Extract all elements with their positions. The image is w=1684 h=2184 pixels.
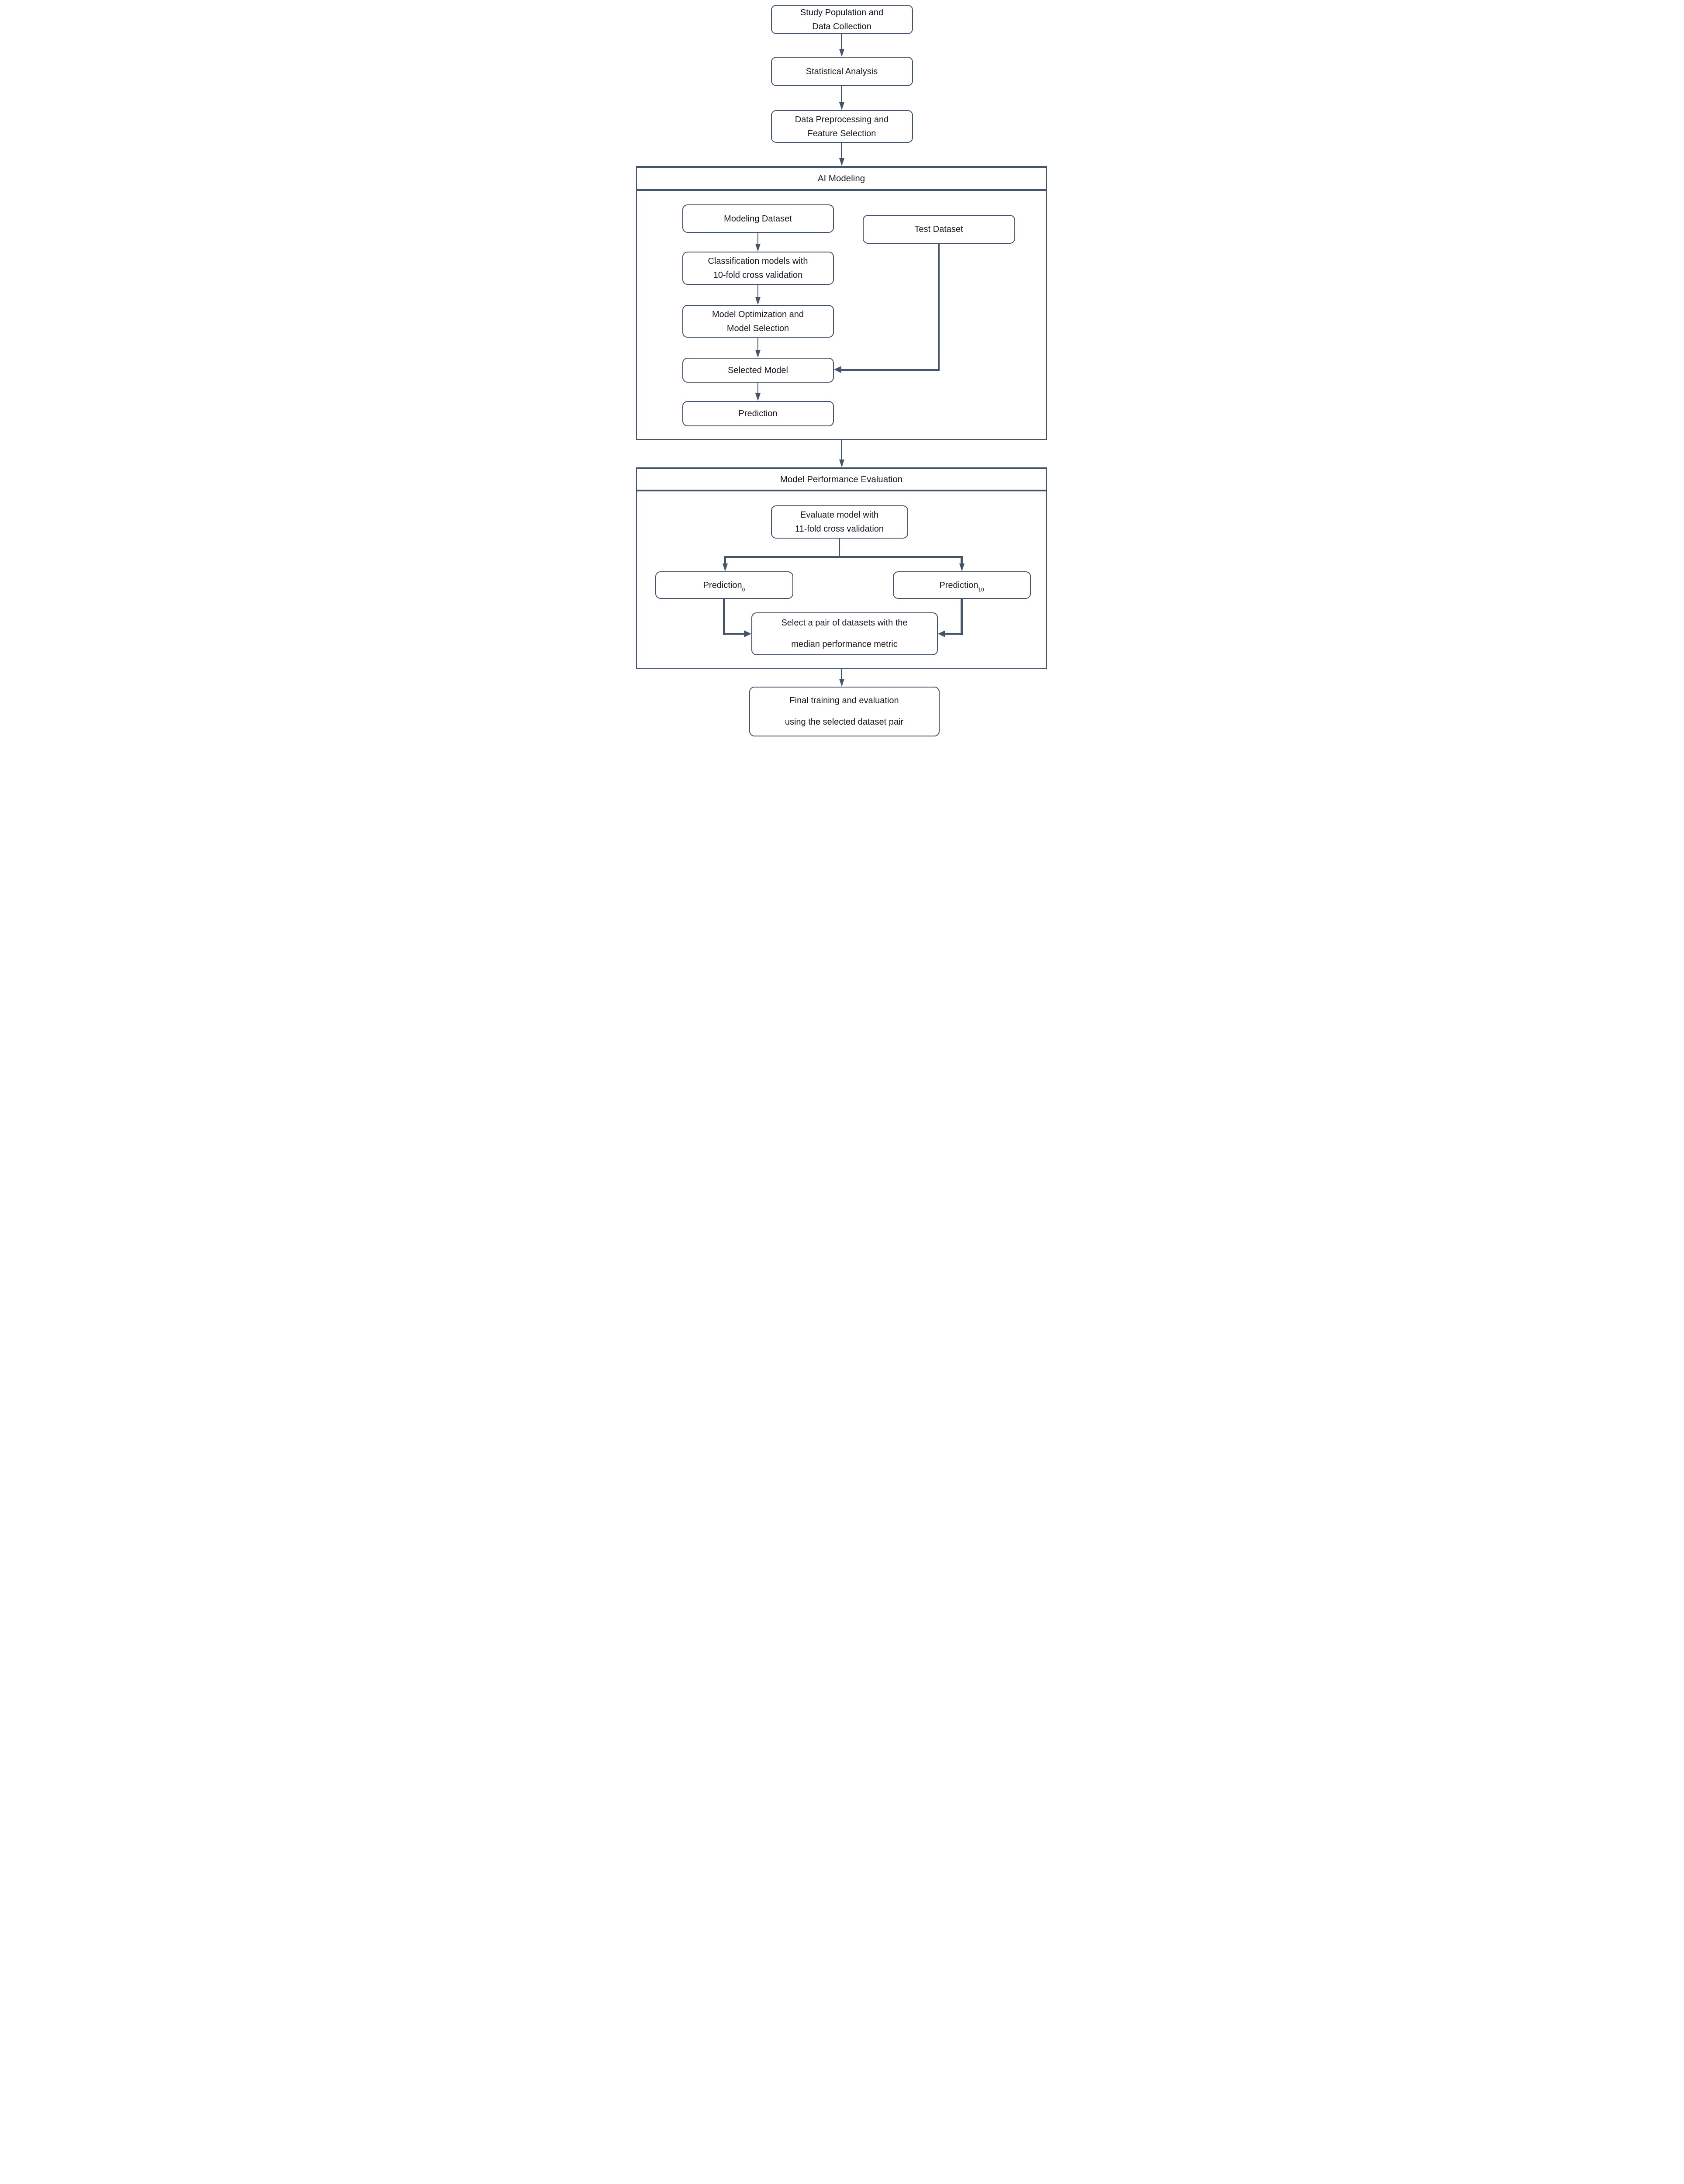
connector-testdataset-arrowhead-icon: [833, 366, 841, 373]
tsplit-left-drop-shaft: [724, 556, 726, 564]
node-study-population-label: Study Population and Data Collection: [800, 7, 884, 31]
node-prediction-label: Prediction: [738, 409, 778, 418]
arrow-classification-to-optimization-arrowhead-icon: [755, 297, 761, 305]
node-study-population: Study Population and Data Collection: [771, 5, 913, 34]
connector-testdataset-vertical-shaft: [937, 244, 940, 371]
node-final-training: Final training and evaluation using the …: [749, 687, 940, 736]
prediction-10-subscript: 10: [978, 586, 984, 593]
node-model-optimization-label: Model Optimization and Model Selection: [712, 309, 804, 333]
node-data-preprocessing: Data Preprocessing and Feature Selection: [771, 110, 913, 143]
connector-prediction0-vertical-shaft: [723, 599, 725, 635]
tsplit-right-arrowhead-icon: [959, 563, 965, 571]
connector-prediction0-arrowhead-icon: [743, 630, 751, 637]
arrow-optimization-to-selected-arrowhead-icon: [755, 350, 761, 358]
node-prediction-0: Prediction0: [655, 571, 793, 599]
connector-testdataset-horizontal-shaft: [841, 369, 940, 371]
arrow-aimodeling-to-evaluation-arrowhead-icon: [839, 460, 844, 467]
arrow-classification-to-optimization-shaft: [757, 285, 759, 297]
arrow-statistical-to-preprocessing-shaft: [841, 86, 842, 103]
node-prediction-10: Prediction10: [892, 571, 1031, 599]
node-test-dataset: Test Dataset: [862, 215, 1015, 244]
tsplit-stem-shaft: [839, 539, 840, 557]
connector-prediction0-horizontal-shaft: [723, 632, 744, 635]
node-evaluate-model-label: Evaluate model with 11-fold cross valida…: [795, 510, 884, 534]
container-ai-modeling-title: AI Modeling: [636, 168, 1046, 191]
connector-prediction10-vertical-shaft: [961, 599, 963, 635]
node-final-training-label: Final training and evaluation using the …: [785, 696, 904, 727]
prediction-0-base: Prediction: [703, 580, 742, 590]
node-selected-model-label: Selected Model: [728, 365, 788, 375]
arrow-preprocessing-to-aimodeling-arrowhead-icon: [839, 158, 844, 166]
node-statistical-analysis-label: Statistical Analysis: [806, 66, 878, 76]
container-model-performance-evaluation-title: Model Performance Evaluation: [636, 469, 1046, 491]
arrow-selected-to-prediction-arrowhead-icon: [755, 393, 761, 401]
node-test-dataset-label: Test Dataset: [914, 225, 963, 234]
node-classification-models: Classification models with 10-fold cross…: [682, 252, 834, 285]
arrow-study-to-statistical-shaft: [841, 34, 842, 49]
flowchart-canvas: Study Population and Data Collection Sta…: [631, 0, 1053, 743]
tsplit-bar-shaft: [724, 556, 963, 558]
node-modeling-dataset: Modeling Dataset: [682, 204, 834, 233]
container-model-performance-evaluation: Model Performance Evaluation: [636, 467, 1047, 669]
node-select-pair-label: Select a pair of datasets with the media…: [781, 618, 908, 649]
tsplit-right-drop-shaft: [961, 556, 963, 564]
node-statistical-analysis: Statistical Analysis: [771, 57, 913, 86]
arrow-dataset-to-classification-shaft: [757, 233, 759, 244]
node-modeling-dataset-label: Modeling Dataset: [724, 214, 792, 224]
node-data-preprocessing-label: Data Preprocessing and Feature Selection: [795, 114, 889, 138]
node-select-pair: Select a pair of datasets with the media…: [751, 612, 938, 655]
arrow-selected-to-prediction-shaft: [757, 383, 759, 394]
prediction-0-subscript: 0: [742, 586, 745, 593]
node-model-optimization: Model Optimization and Model Selection: [682, 305, 834, 338]
arrow-evaluation-to-final-shaft: [841, 669, 842, 679]
arrow-dataset-to-classification-arrowhead-icon: [755, 244, 761, 252]
node-prediction-0-label: Prediction0: [701, 578, 748, 592]
container-ai-modeling: AI Modeling: [636, 166, 1047, 440]
arrow-statistical-to-preprocessing-arrowhead-icon: [839, 102, 844, 110]
prediction-10-base: Prediction: [939, 580, 979, 590]
arrow-optimization-to-selected-shaft: [757, 338, 759, 350]
arrow-preprocessing-to-aimodeling-shaft: [841, 143, 842, 159]
connector-prediction10-horizontal-shaft: [945, 632, 963, 635]
node-prediction: Prediction: [682, 401, 834, 426]
arrow-evaluation-to-final-arrowhead-icon: [839, 679, 844, 687]
tsplit-left-arrowhead-icon: [722, 563, 728, 571]
arrow-aimodeling-to-evaluation-shaft: [841, 440, 842, 460]
connector-prediction10-arrowhead-icon: [937, 630, 945, 637]
arrow-study-to-statistical-arrowhead-icon: [839, 49, 844, 57]
node-classification-models-label: Classification models with 10-fold cross…: [708, 256, 808, 280]
node-prediction-10-label: Prediction10: [937, 578, 986, 592]
node-selected-model: Selected Model: [682, 358, 834, 383]
node-evaluate-model: Evaluate model with 11-fold cross valida…: [771, 505, 908, 539]
